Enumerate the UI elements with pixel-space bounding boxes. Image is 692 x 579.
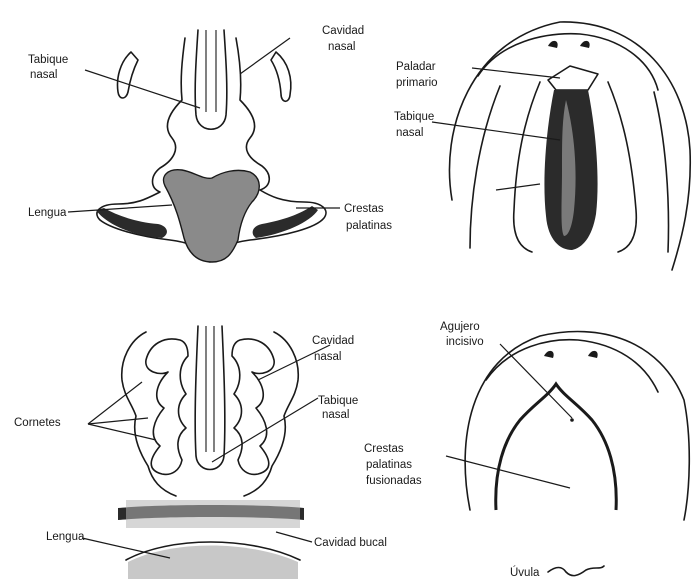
label-fused-br-3: fusionadas [366, 475, 422, 487]
label-tongue-bl: Lengua [46, 531, 85, 543]
label-fused-br-1: Crestas [364, 443, 404, 455]
lateral-wall-left-bl [146, 339, 188, 474]
inner-arc-top-right [478, 34, 658, 90]
label-septum-bl-2: nasal [322, 409, 350, 421]
shelf-outline-right-tr [608, 82, 636, 252]
lateral-wall-right-outer-bl [244, 332, 298, 496]
panel-top-right: Paladar primario Tabique nasal [394, 22, 690, 270]
ptr-shelf-tr [496, 184, 540, 190]
label-nasal-cavity-bl-2: nasal [314, 351, 342, 363]
ptr-concha-2-bl [88, 418, 148, 424]
shelf-outline-left-tr [514, 82, 540, 252]
septum-inner-bl [206, 326, 214, 452]
label-septum-tl-2: nasal [30, 69, 58, 81]
label-oral-cavity-bl: Cavidad bucal [314, 537, 387, 549]
label-primary-palate-tr-1: Paladar [396, 61, 436, 73]
lateral-arc-right-tr [654, 92, 668, 252]
label-uvula-br: Úvula [510, 566, 540, 579]
ptr-tongue-tl [68, 205, 172, 212]
label-tongue-tl: Lengua [28, 207, 67, 219]
label-incisive-br-2: incisivo [446, 336, 484, 348]
septum-inner-top-left [206, 30, 216, 112]
palatine-shelf-right-top [253, 206, 318, 238]
label-septum-tr-2: nasal [396, 127, 424, 139]
nostril-left-br [544, 351, 554, 358]
label-incisive-br-1: Agujero [440, 321, 480, 333]
ptr-concha-1-bl [88, 382, 142, 424]
nostril-right-br [588, 351, 598, 358]
label-septum-bl-1: Tabique [318, 395, 358, 407]
label-conchae-bl: Cornetes [14, 417, 61, 429]
label-septum-tl-1: Tabique [28, 54, 68, 66]
label-fused-br-2: palatinas [366, 459, 412, 471]
lateral-wall-right [271, 52, 291, 101]
uvula-br [548, 566, 604, 576]
ptr-oral-cavity-bl [276, 532, 312, 542]
label-nasal-cavity-tl-1: Cavidad [322, 25, 364, 37]
incisive-foramen-dot [570, 418, 574, 422]
inner-arc-bottom-right [486, 340, 658, 392]
ptr-incisive-br [500, 344, 572, 418]
nasal-septum-top-left [195, 30, 227, 129]
ptr-primary-palate-tr [472, 68, 560, 78]
head-arc-bottom-right [465, 332, 689, 520]
ptr-septum-tr [432, 122, 560, 140]
fused-palate-arch-br [496, 384, 617, 510]
panel-bottom-right: Agujero incisivo Crestas palatinas fusio… [364, 321, 689, 579]
nostril-left-tr [548, 41, 558, 48]
lateral-arc-left-tr [470, 86, 500, 248]
label-palatine-tl-1: Crestas [344, 203, 384, 215]
palate-stipple-bl [126, 500, 300, 528]
nasal-septum-bl [195, 326, 225, 470]
lateral-wall-right-bl [232, 339, 274, 474]
label-primary-palate-tr-2: primario [396, 77, 438, 89]
label-septum-tr-1: Tabique [394, 111, 434, 123]
ptr-concha-3-bl [88, 424, 156, 440]
label-nasal-cavity-tl-2: nasal [328, 41, 356, 53]
label-palatine-tl-2: palatinas [346, 220, 392, 232]
lateral-wall-left-outer-bl [122, 332, 176, 496]
nostril-right-tr [580, 41, 590, 48]
ptr-cavity-tl [240, 38, 290, 74]
panel-bottom-left: Cavidad nasal Tabique nasal Cornetes Len… [14, 326, 387, 579]
lateral-wall-left [118, 52, 138, 98]
tongue-top-left [164, 170, 260, 262]
label-nasal-cavity-bl-1: Cavidad [312, 335, 354, 347]
panel-top-left: Cavidad nasal Tabique nasal Lengua Crest… [28, 25, 392, 262]
ptr-septum-tl [85, 70, 200, 108]
